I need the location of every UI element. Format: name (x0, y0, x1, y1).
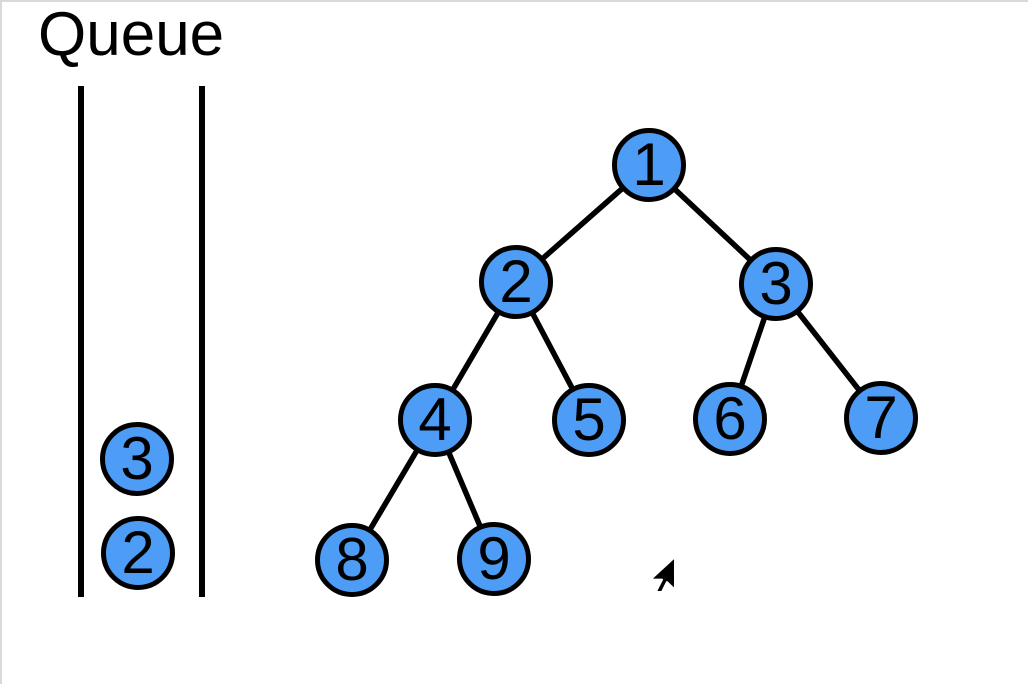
tree-node-3[interactable]: 3 (739, 247, 813, 321)
tree-node-5[interactable]: 5 (552, 383, 626, 457)
tree-node-2[interactable]: 2 (479, 245, 553, 319)
tree-node-9[interactable]: 9 (457, 522, 531, 596)
tree-node-1[interactable]: 1 (612, 128, 686, 202)
cursor-arrow (649, 555, 676, 591)
tree-node-4[interactable]: 4 (398, 383, 472, 457)
tree-node-7[interactable]: 7 (844, 381, 918, 455)
mouse-cursor (649, 555, 676, 591)
queue-item-2[interactable]: 2 (101, 516, 175, 590)
tree-node-8[interactable]: 8 (315, 523, 389, 597)
queue-item-3[interactable]: 3 (100, 422, 174, 496)
queue-label: Queue (38, 0, 225, 69)
tree-node-6[interactable]: 6 (693, 382, 767, 456)
